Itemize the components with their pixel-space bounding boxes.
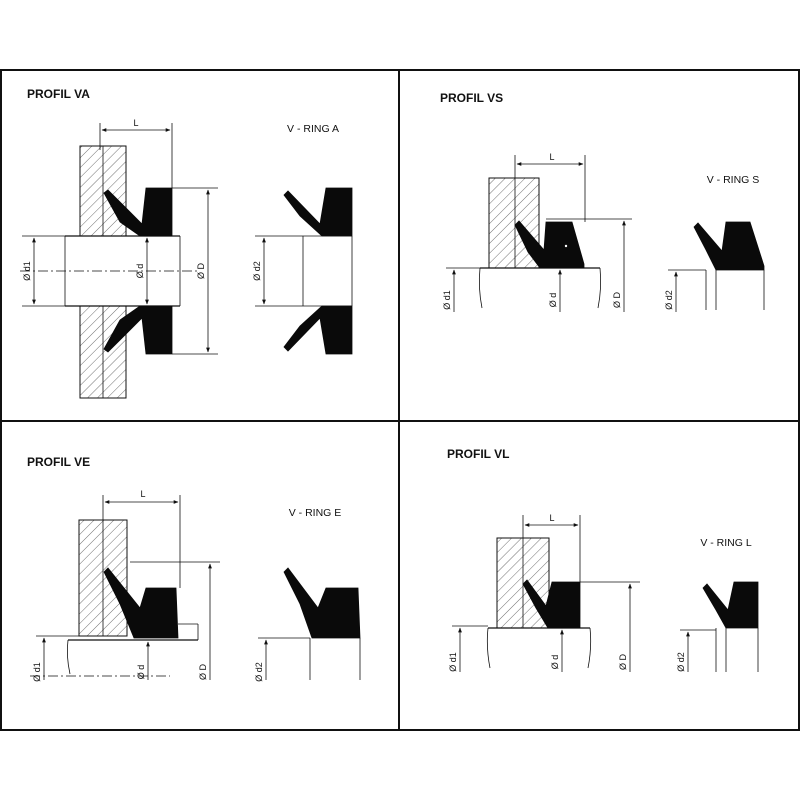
dimension-d2-va: Ø d2 bbox=[252, 235, 303, 307]
shaft-ve bbox=[66, 623, 199, 675]
dimension-d2-vl: Ø d2 bbox=[676, 629, 716, 672]
dimension-D-va: Ø D bbox=[172, 187, 218, 355]
dimension-L-va: L bbox=[99, 118, 173, 188]
dim-label-d-vl: Ø d bbox=[550, 655, 560, 670]
dim-label-d1-ve: Ø d1 bbox=[32, 662, 42, 682]
v-ring-section-ve bbox=[103, 567, 179, 639]
dim-label-d-ve: Ø d bbox=[136, 665, 146, 680]
dim-label-d1-vl: Ø d1 bbox=[448, 652, 458, 672]
panel-title-ve: PROFIL VE bbox=[27, 455, 90, 469]
dimension-d-vl: Ø d bbox=[550, 629, 564, 672]
dim-label-d-va: Ø d bbox=[135, 264, 145, 279]
shaft-va bbox=[20, 235, 200, 307]
v-ring-standalone-vs bbox=[693, 221, 765, 310]
dimension-D-ve: Ø D bbox=[130, 561, 220, 681]
panel-profil-va: PROFIL VA L bbox=[20, 87, 353, 399]
shaft-vs bbox=[478, 267, 602, 309]
dim-label-D-va: Ø D bbox=[196, 263, 206, 280]
dim-label-L-ve: L bbox=[140, 489, 145, 499]
dim-label-D-vl: Ø D bbox=[618, 654, 628, 671]
shaft-vl bbox=[486, 627, 592, 669]
dim-label-d2-vs: Ø d2 bbox=[664, 290, 674, 310]
panel-title-vs: PROFIL VS bbox=[440, 91, 503, 105]
panel-profil-vl: PROFIL VL L Ø D Ø d1 bbox=[447, 447, 759, 672]
v-ring-standalone-va bbox=[283, 187, 353, 355]
dim-label-L-vl: L bbox=[549, 513, 554, 523]
dim-label-d1-va: Ø d1 bbox=[22, 261, 32, 281]
dim-label-L-vs: L bbox=[549, 152, 554, 162]
panel-title-vl: PROFIL VL bbox=[447, 447, 509, 461]
dimension-d-vs: Ø d bbox=[548, 269, 562, 312]
dimension-D-vl: Ø D bbox=[580, 581, 640, 672]
dim-label-d2-ve: Ø d2 bbox=[254, 662, 264, 682]
panel-profil-ve: PROFIL VE L Ø D Ø d1 bbox=[27, 455, 361, 682]
panel-title-va: PROFIL VA bbox=[27, 87, 90, 101]
ring-label-ve: V - RING E bbox=[289, 507, 342, 519]
dimension-d1-vs: Ø d1 bbox=[442, 267, 480, 312]
panel-profil-vs: PROFIL VS L Ø D Ø d1 bbox=[440, 91, 765, 312]
dim-label-D-vs: Ø D bbox=[612, 292, 622, 309]
dim-label-d-vs: Ø d bbox=[548, 293, 558, 308]
dimension-d1-va: Ø d1 bbox=[22, 235, 65, 307]
dimension-L-vs: L bbox=[514, 152, 586, 222]
dimension-L-vl: L bbox=[522, 513, 581, 582]
v-ring-standalone-ve bbox=[283, 567, 361, 680]
dimension-d1-ve: Ø d1 bbox=[30, 635, 170, 682]
dimension-d-ve: Ø d bbox=[136, 641, 150, 680]
dim-label-d2-va: Ø d2 bbox=[252, 261, 262, 281]
v-ring-standalone-vl bbox=[702, 581, 759, 672]
ring-label-vl: V - RING L bbox=[700, 537, 752, 549]
dimension-D-vs: Ø D bbox=[546, 218, 632, 312]
v-ring-section-vs bbox=[514, 220, 585, 269]
dimension-d2-ve: Ø d2 bbox=[254, 637, 310, 682]
dimension-L-ve: L bbox=[102, 489, 181, 588]
dimension-d2-vs: Ø d2 bbox=[664, 269, 706, 312]
dim-label-d2-vl: Ø d2 bbox=[676, 652, 686, 672]
dim-label-d1-vs: Ø d1 bbox=[442, 290, 452, 310]
dim-label-D-ve: Ø D bbox=[198, 664, 208, 681]
housing-ve bbox=[78, 519, 128, 637]
dimension-d1-vl: Ø d1 bbox=[448, 625, 488, 672]
dimension-d-va: Ø d bbox=[135, 237, 149, 305]
dim-label-L-va: L bbox=[133, 118, 138, 128]
ring-label-va: V - RING A bbox=[287, 123, 339, 135]
ring-label-vs: V - RING S bbox=[707, 174, 760, 186]
housing-va bbox=[79, 145, 127, 399]
